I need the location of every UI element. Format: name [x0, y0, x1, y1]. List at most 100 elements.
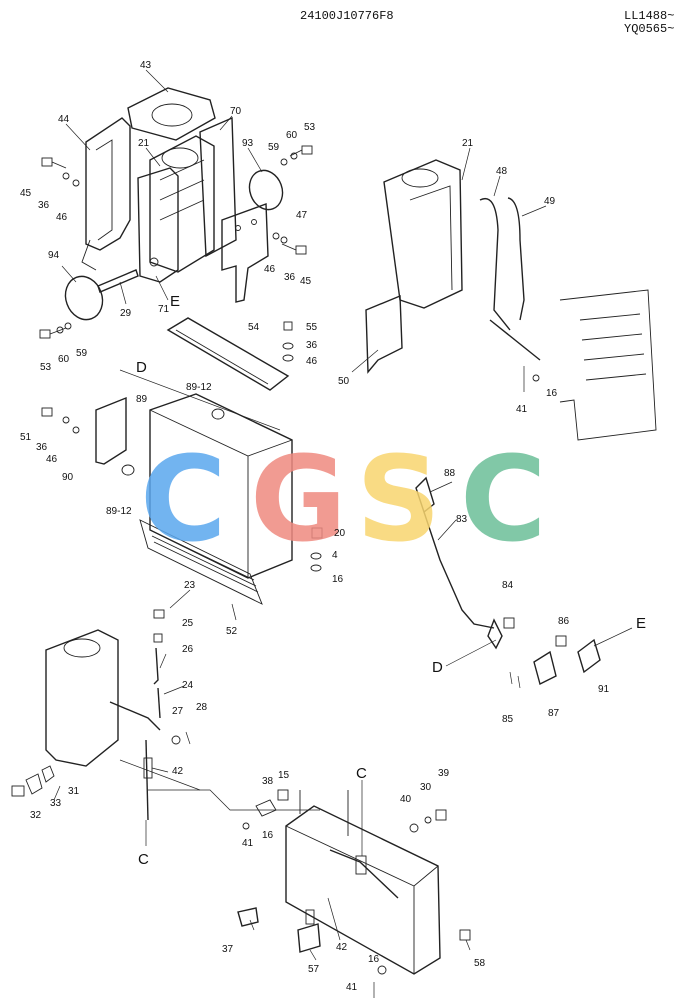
callout-30: 30	[420, 782, 432, 793]
callout-59: 59	[268, 142, 280, 153]
watermark-letter-3: S	[356, 430, 441, 568]
callout-70: 70	[230, 106, 242, 117]
part-49-rod	[507, 197, 525, 321]
callout-60: 60	[286, 130, 298, 141]
reference-D: D	[432, 659, 443, 676]
linkage-assembly	[415, 476, 633, 689]
watermark-letter-1: C	[140, 430, 227, 568]
part-50-bracket	[365, 294, 403, 374]
callout-25: 25	[182, 618, 194, 629]
part-44-bracket	[85, 117, 131, 251]
part-21-housing-b	[383, 159, 463, 309]
callout-45: 45	[300, 276, 312, 287]
drawing-number: 24100J10776F8	[300, 9, 394, 23]
part-71-plate	[137, 167, 179, 283]
reference-C: C	[138, 851, 149, 868]
callout-86: 86	[558, 616, 570, 627]
callout-52: 52	[226, 626, 238, 637]
callout-40: 40	[400, 794, 412, 805]
callout-71: 71	[158, 304, 170, 315]
reference-E: E	[636, 615, 646, 632]
callout-32: 32	[30, 810, 42, 821]
bolt-45b	[281, 243, 307, 255]
part-52-grille	[139, 519, 263, 605]
callout-41: 41	[516, 404, 528, 415]
callout-28: 28	[196, 702, 208, 713]
callout-59: 59	[76, 348, 88, 359]
part-38-clip	[255, 799, 277, 817]
callout-26: 26	[182, 644, 194, 655]
top-left-assembly	[39, 87, 313, 391]
callout-54: 54	[248, 322, 260, 333]
callout-60: 60	[58, 354, 70, 365]
part-88-grip	[415, 476, 435, 514]
callout-41: 41	[346, 982, 358, 993]
bottom-right-assembly	[237, 780, 471, 998]
callout-36: 36	[36, 442, 48, 453]
callout-33: 33	[50, 798, 62, 809]
leader-D-line	[119, 369, 281, 431]
callout-42: 42	[336, 942, 348, 953]
watermark-letter-4: C	[460, 430, 547, 568]
part-57-block	[297, 923, 321, 953]
callout-36: 36	[38, 200, 50, 211]
callout-16: 16	[262, 830, 274, 841]
part-26-rod	[153, 647, 159, 685]
panel-outline	[559, 289, 657, 441]
callout-89-12: 89-12	[186, 382, 212, 393]
callout-46: 46	[264, 264, 276, 275]
callout-51: 51	[20, 432, 32, 443]
part-42-cable-b	[329, 849, 399, 899]
callout-89: 89	[136, 394, 148, 405]
callout-58: 58	[474, 958, 486, 969]
part-48-rod	[479, 198, 511, 331]
part-frame-b	[285, 805, 441, 975]
part-83-lever	[423, 511, 495, 629]
serial-range-2: YQ0565~	[624, 22, 675, 36]
callout-labels: 43 44 70 21 93 59 60 53 45 36 46 47 46 3…	[20, 60, 646, 993]
part-21-housing	[149, 135, 215, 273]
bolt-45a	[41, 157, 67, 169]
callout-36: 36	[284, 272, 296, 283]
part-91-plate	[577, 638, 601, 674]
leader-lines	[53, 69, 547, 961]
part-90-bracket	[95, 396, 127, 465]
serial-range-1: LL1488~	[624, 9, 675, 23]
callout-44: 44	[58, 114, 70, 125]
reference-E: E	[170, 293, 180, 310]
callout-46: 46	[56, 212, 68, 223]
part-94-disc	[64, 275, 104, 321]
leader-D-b	[445, 639, 497, 667]
callout-57: 57	[308, 964, 320, 975]
reference-C: C	[356, 765, 367, 782]
callout-93: 93	[242, 138, 254, 149]
callout-16: 16	[546, 388, 558, 399]
callout-21: 21	[138, 138, 150, 149]
part-pipe	[489, 319, 541, 361]
callout-23: 23	[184, 580, 196, 591]
callout-50: 50	[338, 376, 350, 387]
part-47-bracket	[221, 203, 269, 303]
callout-37: 37	[222, 944, 234, 955]
part-87-clamp	[533, 650, 557, 686]
callout-84: 84	[502, 580, 514, 591]
callout-16: 16	[332, 574, 344, 585]
callout-43: 43	[140, 60, 152, 71]
callout-89-12: 89-12	[106, 506, 132, 517]
callout-83: 83	[456, 514, 468, 525]
part-29-pin	[97, 269, 139, 293]
part-lever-link	[109, 701, 161, 731]
callout-27: 27	[172, 706, 184, 717]
callout-53: 53	[304, 122, 316, 133]
callout-90: 90	[62, 472, 74, 483]
callout-42: 42	[172, 766, 184, 777]
callout-94: 94	[48, 250, 60, 261]
callout-46: 46	[306, 356, 318, 367]
leader-E-b	[593, 627, 633, 647]
bolt-53b	[39, 327, 67, 339]
part-housing-c	[45, 629, 119, 767]
callout-87: 87	[548, 708, 560, 719]
part-24-stem	[157, 687, 161, 719]
part-42-cable	[145, 739, 149, 821]
